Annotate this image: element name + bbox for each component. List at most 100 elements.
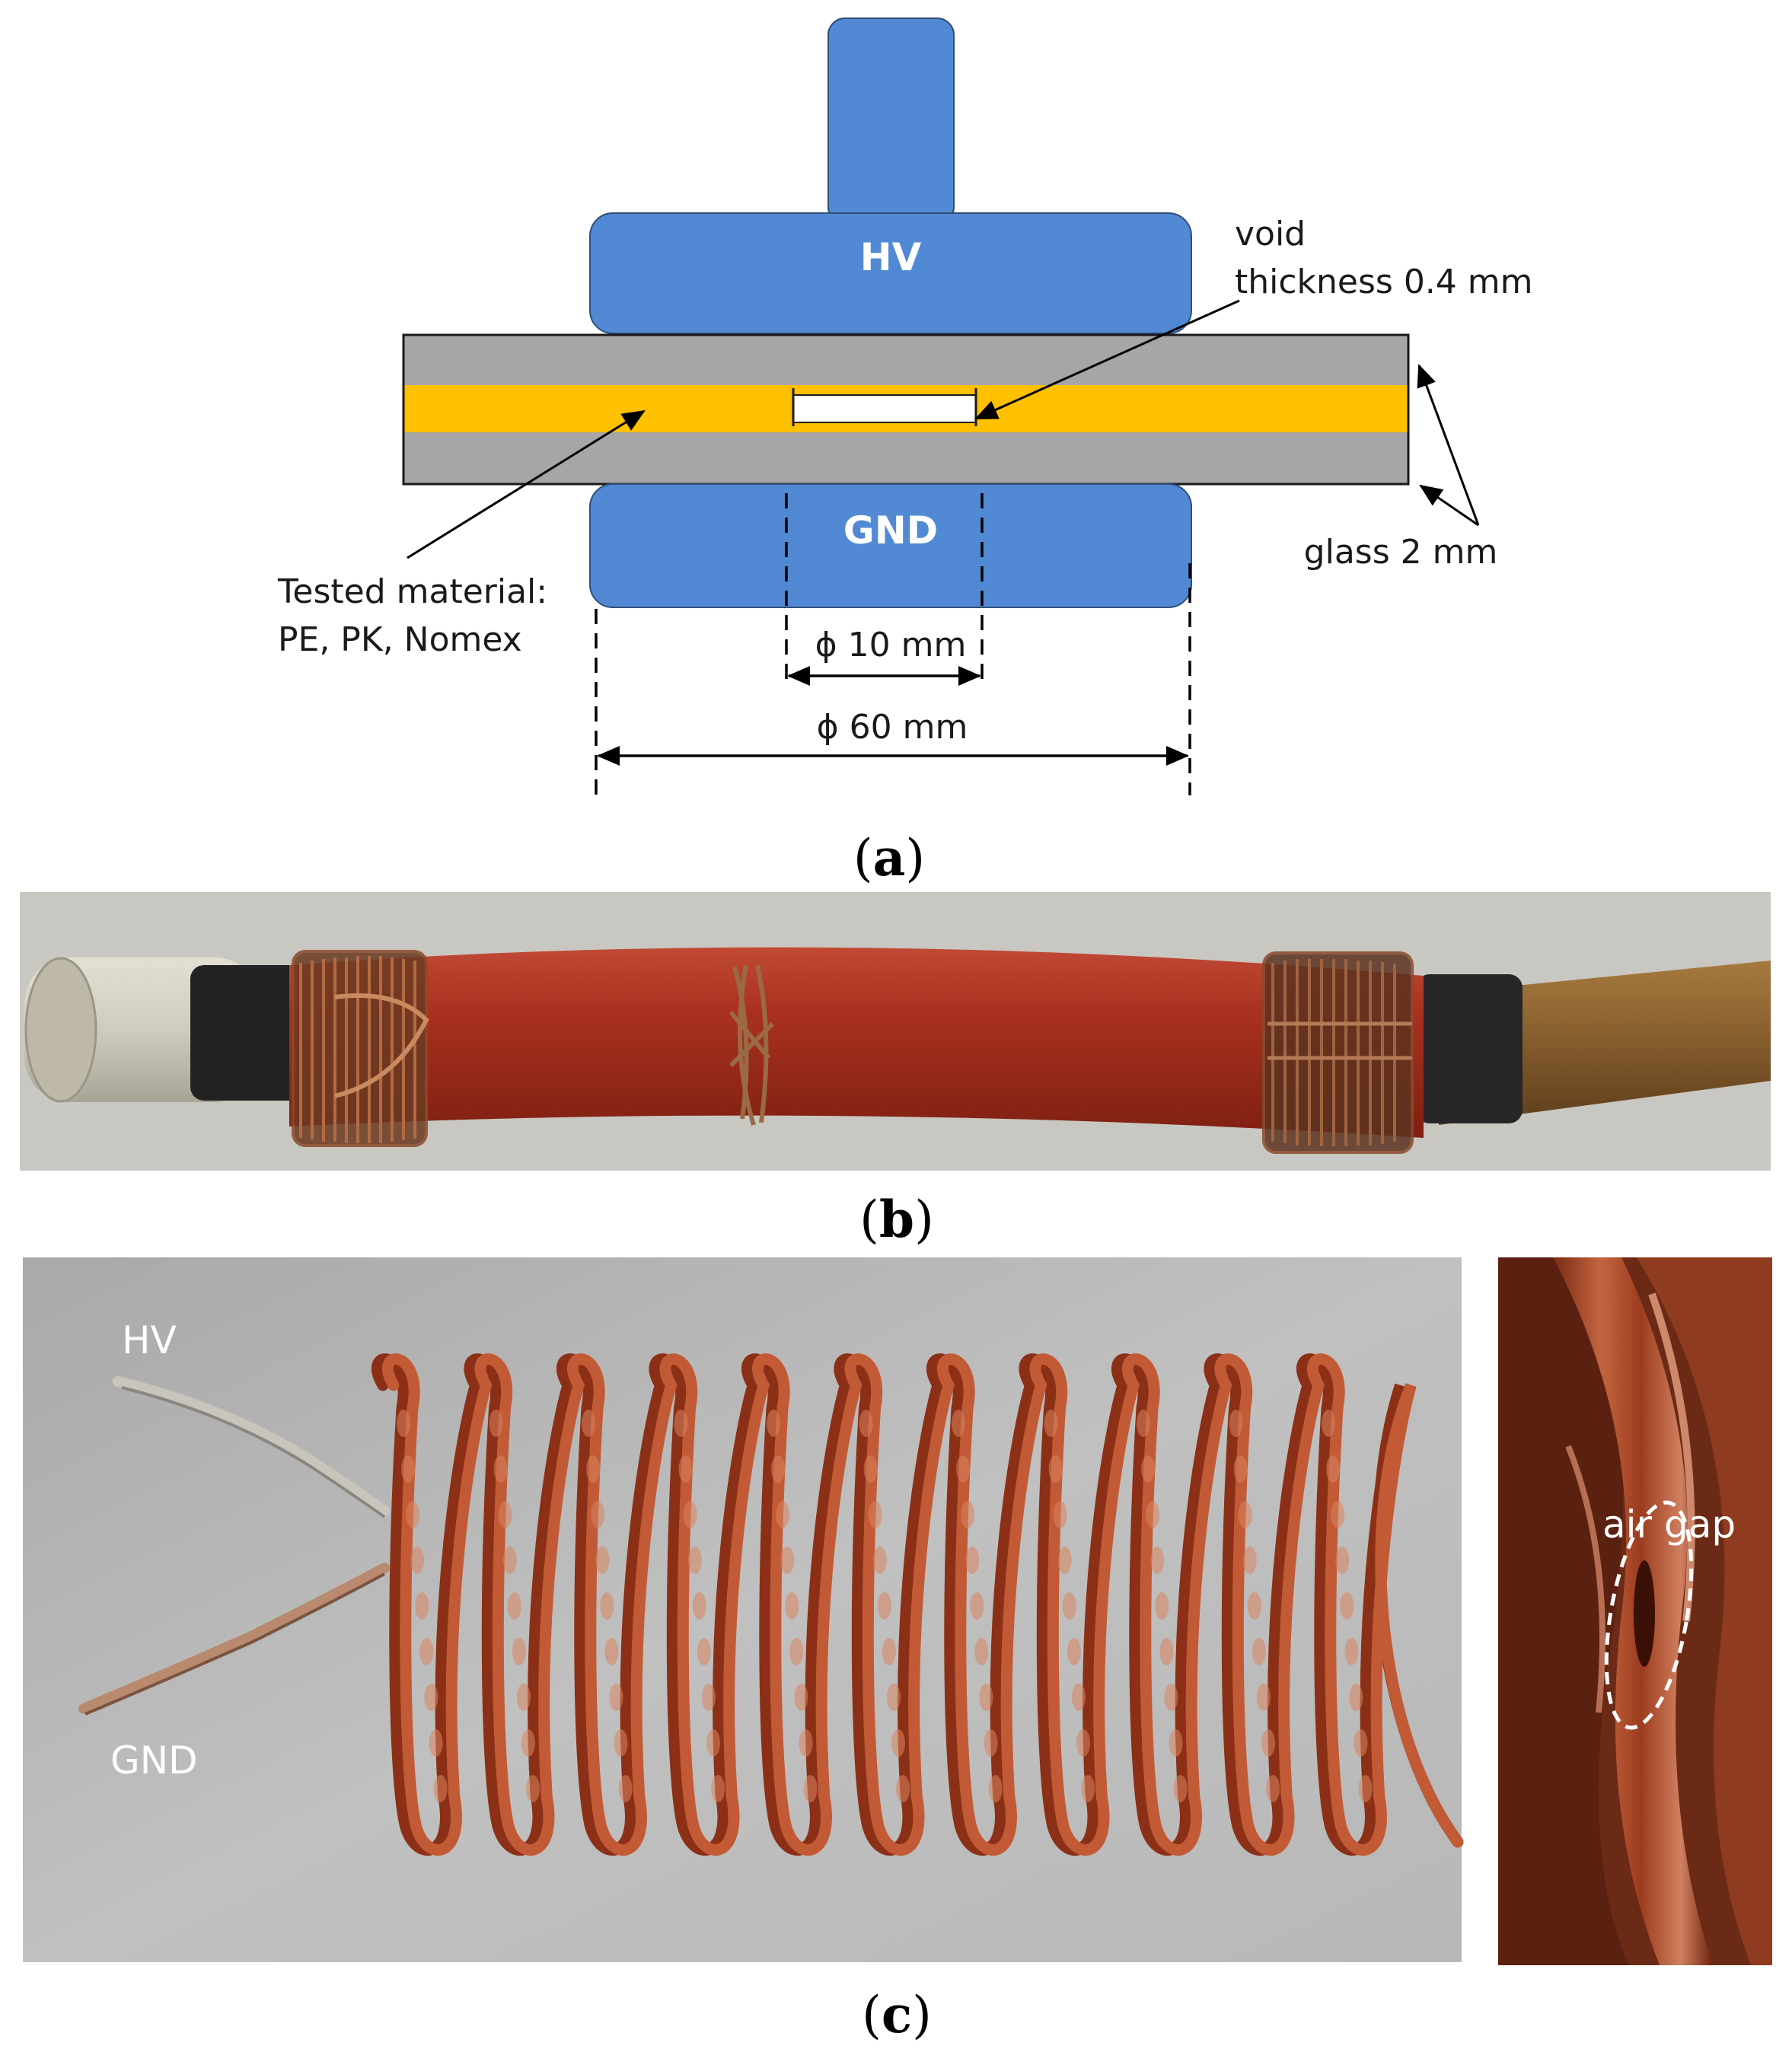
coil-twist-highlight [961,1501,975,1528]
coil-twist-highlight [1169,1729,1183,1757]
coil-twist-highlight [618,1775,633,1802]
coil-twist-highlight [586,1455,601,1483]
coil-twist-highlight [1048,1455,1063,1483]
coil-twist-highlight [1044,1410,1058,1437]
coil-twist-highlight [406,1501,420,1528]
gnd-lead-wire [78,1563,390,1714]
void [792,394,977,423]
glass-arrow-top [1417,364,1480,526]
coil-twist-highlight [429,1729,443,1757]
coil-twist-highlight [1266,1775,1280,1802]
material-types-label: PE, PK, Nomex [278,620,522,659]
coil-twist-highlight [872,1547,887,1574]
coil-twist-highlight [1071,1684,1086,1711]
coil-twist-highlight [771,1455,786,1483]
coil-twist-highlight [604,1638,619,1665]
tape-left [190,965,320,1101]
coil-twist-highlight [1229,1410,1243,1437]
coil-twist-highlight [1146,1501,1160,1528]
hv-electrode [589,212,1192,334]
coil-twist-highlight [785,1592,799,1620]
zoom-inset: air gap [1498,1257,1772,1965]
caption-c: (c) [862,1985,932,2044]
coil-twist-highlight [877,1592,891,1620]
gnd-wire-label: GND [110,1738,198,1783]
coil-twist-highlight [794,1684,808,1711]
coil-twist-highlight [952,1410,965,1437]
dimension-label-60mm: ϕ 60 mm [817,708,968,747]
coil-twist-highlight [687,1547,702,1574]
coil-twist-highlight [1141,1455,1156,1483]
gnd-electrode-label: GND [843,508,938,553]
coil-twist-highlight [1252,1638,1266,1665]
coil-twist-highlight [1354,1729,1368,1757]
coil-twist-highlight [678,1455,693,1483]
coil-twist-highlight [1137,1410,1150,1437]
coil-twist-highlight [1233,1455,1248,1483]
coil-twist-highlight [1155,1592,1169,1620]
glass-arrow-bottom [1419,484,1479,527]
void-thickness-label: thickness 0.4 mm [1235,263,1533,301]
coil-twist-highlight [433,1775,448,1802]
coil-twist-highlight [970,1592,984,1620]
coil-twist-highlight [1053,1501,1067,1528]
coil-twist-highlight [965,1547,980,1574]
coil-twist-highlight [1173,1775,1188,1802]
coil-twist-highlight [502,1547,517,1574]
coil-twist-highlight [1335,1547,1350,1574]
coil-twist-highlight [415,1592,429,1620]
coil-twist-highlight [683,1501,697,1528]
coil-twist-highlight [1340,1592,1354,1620]
coil-twist-highlight [521,1729,536,1757]
coil-twist-highlight [776,1501,790,1528]
coil-twist-highlight [507,1592,521,1620]
coil-twist-highlight [1322,1410,1335,1437]
copper-band-left [292,950,429,1147]
gnd-electrode [589,483,1192,608]
void-label: void [1235,215,1306,253]
material-label: Tested material: [277,572,547,611]
coil-twist-highlight [882,1638,896,1665]
glass-label: glass 2 mm [1304,533,1498,572]
coil-twist-highlight [582,1410,595,1437]
coil-twist-highlight [591,1501,605,1528]
coil-twist-highlight [674,1410,688,1437]
coil-twist-highlight [1242,1547,1257,1574]
coil-twist-highlight [1349,1684,1363,1711]
coil-strand-hv [371,1353,1464,1856]
hv-wire-label: HV [122,1318,177,1362]
coil-twist-highlight [1076,1729,1091,1757]
panel-c-twisted-pair-photo: HV GND air gap (c) [23,1257,1772,2044]
hv-electrode-stem [827,18,955,225]
coil-twist-highlight [956,1455,971,1483]
coil-twist-highlight [767,1410,780,1437]
coil-twist-highlight [886,1684,901,1711]
coil-twist-highlight [1344,1638,1359,1665]
twisted-pair-coil [371,1353,1464,1856]
coil-twist-highlight [701,1684,716,1711]
coil-twist-highlight [692,1592,706,1620]
coil-twist-highlight [988,1775,1003,1802]
coil-twist-highlight [1261,1729,1276,1757]
coil-twist-highlight [974,1638,989,1665]
coil-twist-highlight [1081,1775,1095,1802]
coil-twist-highlight [706,1729,721,1757]
glass-plate-bottom [403,432,1408,484]
coil-twist-highlight [803,1775,818,1802]
caption-a: (a) [853,828,925,887]
air-gap-label: air gap [1602,1502,1736,1547]
coil-twist-highlight [859,1410,873,1437]
coil-twist-highlight [863,1455,878,1483]
coil-twist-highlight [1247,1592,1261,1620]
copper-band-middle [729,964,775,1126]
coil-twist-highlight [1238,1501,1252,1528]
coil-twist-highlight [600,1592,614,1620]
coil-twist-highlight [397,1410,410,1437]
coil-twist-highlight [1164,1684,1178,1711]
coil-twist-highlight [868,1501,882,1528]
coil-twist-highlight [979,1684,993,1711]
coil-twist-highlight [526,1775,540,1802]
coil-twist-highlight [780,1547,795,1574]
coil-twist-highlight [1150,1547,1165,1574]
